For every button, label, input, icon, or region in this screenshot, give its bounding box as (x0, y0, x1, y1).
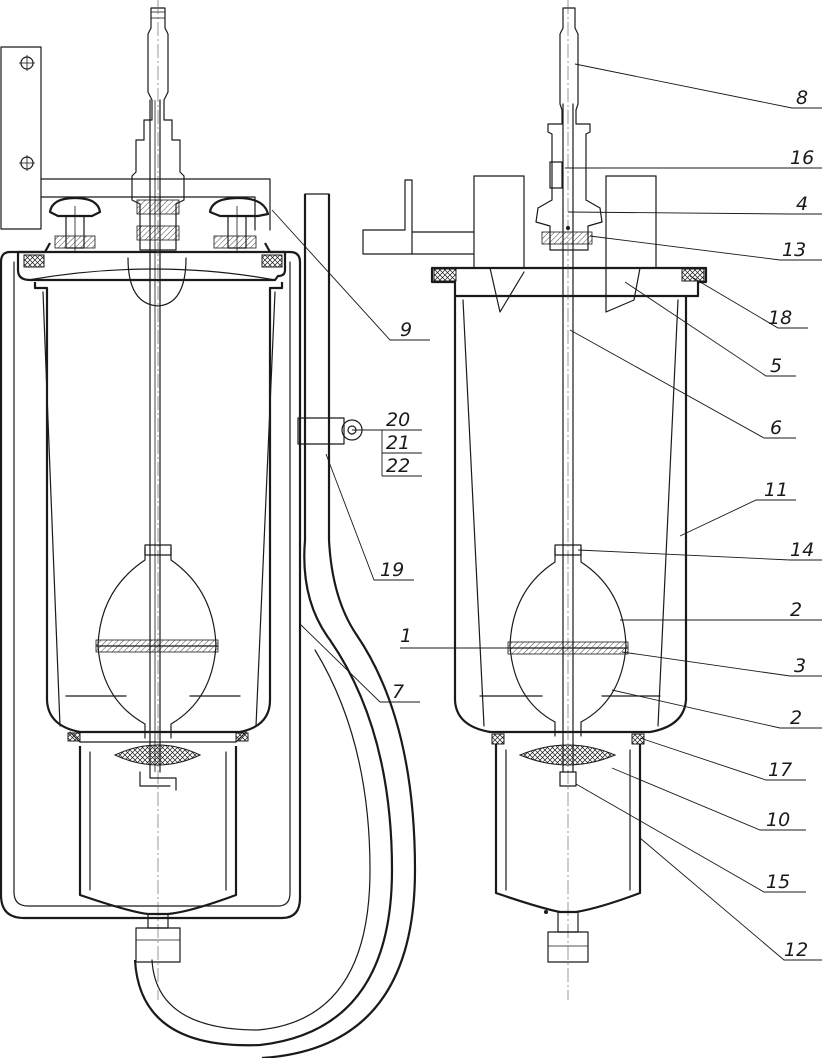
callout-label-12: 12 (784, 939, 808, 961)
left-stem-assembly (131, 0, 185, 1000)
callout-labels: 8 16 4 13 18 5 6 11 14 2 1 3 2 17 10 15 … (380, 87, 814, 961)
callout-label-8: 8 (796, 87, 808, 109)
callout-label-1: 1 (400, 625, 412, 647)
callout-label-2a: 2 (790, 599, 802, 621)
callout-label-17: 17 (768, 759, 792, 781)
drain-hose (133, 193, 417, 1058)
left-lid (16, 250, 287, 307)
left-lower-chamber (78, 746, 238, 963)
callout-label-2b: 2 (790, 707, 802, 729)
callout-label-21: 21 (386, 432, 410, 454)
callout-label-15: 15 (766, 871, 790, 893)
right-clamp-knob (208, 196, 270, 252)
right-lower-chamber (491, 733, 645, 963)
callout-label-19: 19 (380, 559, 404, 581)
wall-bracket (362, 179, 475, 255)
left-float (95, 544, 219, 739)
left-view-assembly (0, 0, 417, 1058)
callout-label-20: 20 (386, 409, 410, 431)
callout-label-3: 3 (794, 655, 806, 677)
left-clamp-knob (48, 196, 102, 252)
callout-label-22: 22 (386, 455, 410, 477)
mounting-bracket (0, 46, 271, 231)
right-housing (430, 266, 708, 734)
callout-label-16: 16 (790, 147, 814, 169)
callout-leaders (271, 63, 822, 961)
callout-label-9: 9 (400, 319, 412, 341)
callout-label-18: 18 (768, 307, 792, 329)
left-inner-bowl (33, 282, 284, 743)
right-stem-assembly (535, 0, 603, 1000)
callout-label-11: 11 (764, 479, 788, 501)
left-valve-seat (113, 744, 202, 791)
callout-label-5: 5 (770, 355, 782, 377)
callout-label-6: 6 (770, 417, 782, 439)
callout-label-10: 10 (766, 809, 790, 831)
outer-housing (0, 242, 302, 920)
callout-label-14: 14 (790, 539, 814, 561)
callout-label-13: 13 (782, 239, 806, 261)
callout-label-7: 7 (392, 681, 404, 703)
callout-label-4: 4 (796, 193, 808, 215)
